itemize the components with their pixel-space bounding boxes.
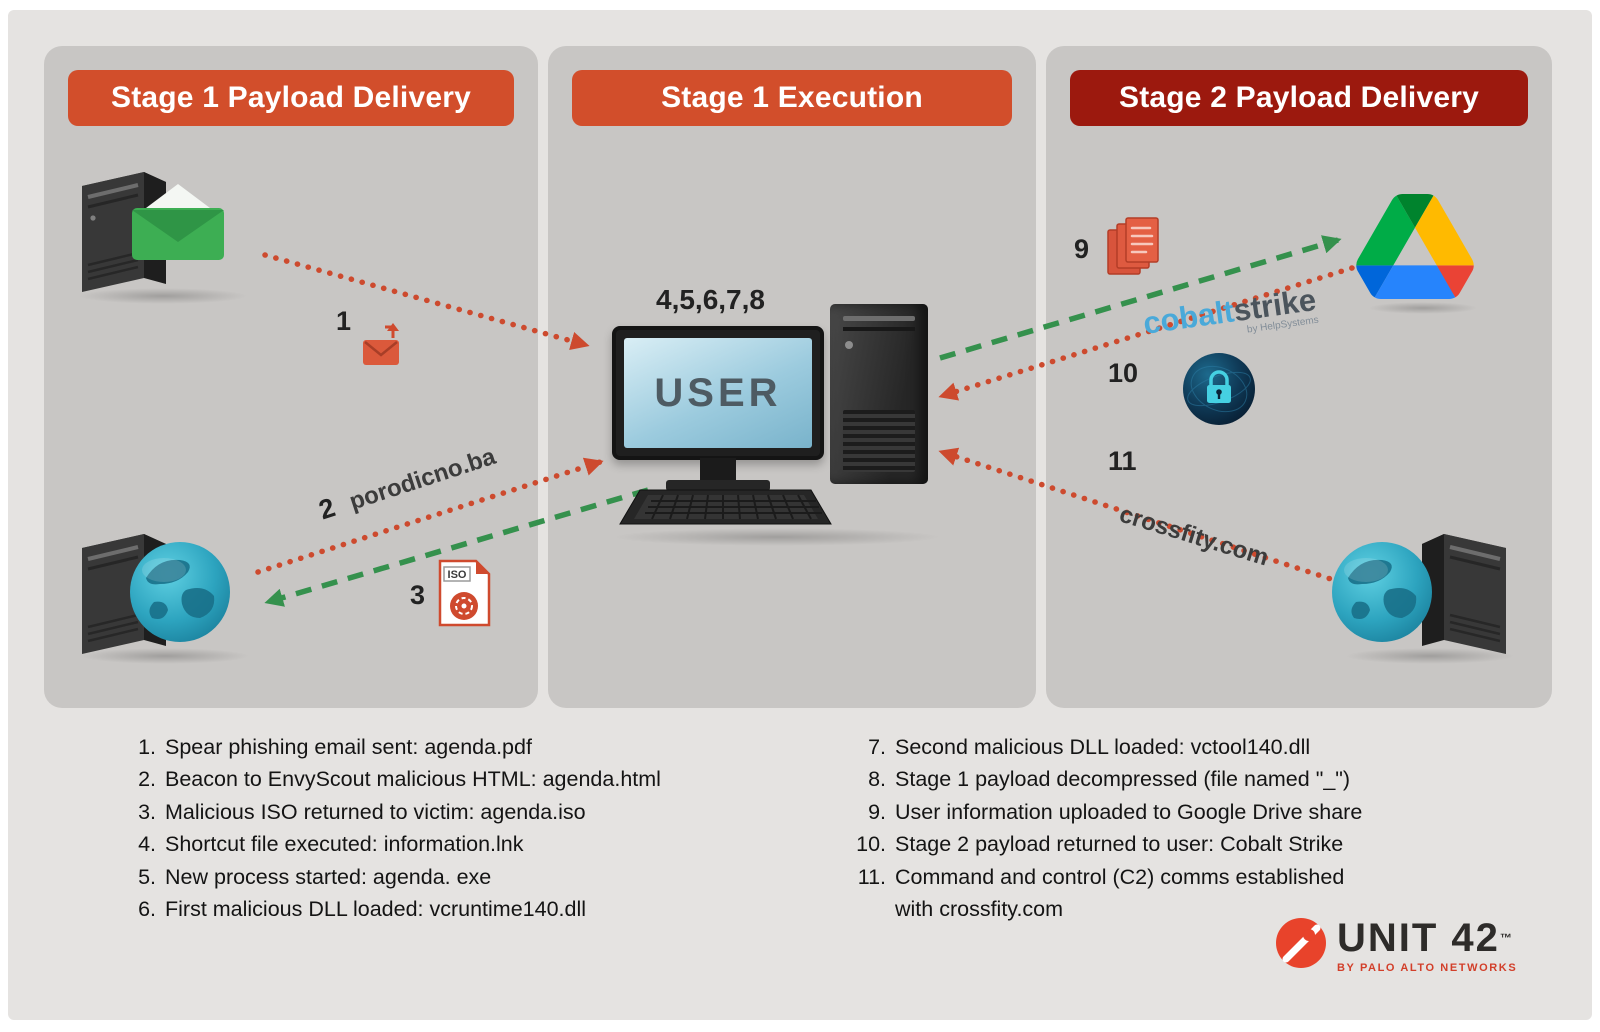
computer-shadow	[612, 528, 942, 546]
step-10-number: 10	[1108, 358, 1139, 388]
iso-badge-text: ISO	[448, 569, 467, 581]
legend-item: 7. Second malicious DLL loaded: vctool140…	[846, 731, 1466, 763]
legend-text: First malicious DLL loaded: vcruntime140…	[165, 897, 587, 922]
legend-item: 11. Command and control (C2) comms estab…	[846, 861, 1466, 926]
legend-item: 8. Stage 1 payload decompressed (file nam…	[846, 763, 1466, 795]
unit42-wordmark: UNIT 42™	[1337, 916, 1514, 960]
legend-text-line1: Command and control (C2) comms establish…	[895, 864, 1345, 889]
legend-number: 3.	[138, 799, 156, 824]
web-server-shadow	[80, 648, 250, 664]
legend-text: Shortcut file executed: information.lnk	[165, 832, 524, 857]
google-drive-icon	[1356, 194, 1474, 299]
trademark-symbol: ™	[1499, 931, 1514, 945]
legend-number: 7.	[868, 735, 886, 759]
monitor-screen: USER	[624, 338, 812, 448]
step-1-number: 1	[336, 306, 352, 336]
legend-left-column: 1.Spear phishing email sent: agenda.pdf …	[116, 731, 796, 925]
step-11-number: 11	[1108, 446, 1137, 476]
header-stage2-payload-delivery: Stage 2 Payload Delivery	[1070, 70, 1528, 126]
legend-number: 11.	[857, 864, 886, 889]
monitor-stand-base	[666, 480, 770, 491]
legend-number: 5.	[138, 864, 156, 889]
legend-item: 2. Beacon to EnvyScout malicious HTML: ag…	[116, 763, 796, 795]
monitor-icon: USER	[612, 326, 824, 460]
c2-server-shadow	[1345, 648, 1515, 664]
legend-item: 9. User information uploaded to Google Dr…	[846, 796, 1466, 828]
unit42-logo: UNIT 42™ BY PALO ALTO NETWORKS	[1274, 916, 1517, 974]
legend-number: 2.	[138, 767, 156, 792]
monitor-stand-neck	[700, 458, 736, 482]
legend-item: 4. Shortcut file executed: information.ln…	[116, 828, 796, 860]
sent-mail-icon	[363, 323, 399, 365]
legend-number: 6.	[138, 897, 156, 922]
email-server-shadow	[78, 288, 248, 304]
legend-right-column: 7. Second malicious DLL loaded: vctool140…	[846, 731, 1466, 925]
legend-text: User information uploaded to Google Driv…	[895, 799, 1363, 824]
unit42-mark-icon	[1276, 918, 1326, 968]
user-screen-label: USER	[654, 370, 782, 415]
execution-steps-label: 4,5,6,7,8	[656, 284, 765, 315]
legend-text-line2: with crossfity.com	[895, 897, 1064, 922]
c2-server-icon	[1422, 534, 1506, 654]
legend-item: 6. First malicious DLL loaded: vcruntime1…	[116, 893, 796, 925]
google-drive-shadow	[1368, 302, 1478, 314]
iso-file-icon: ISO	[438, 559, 491, 627]
legend-text: Second malicious DLL loaded: vctool140.d…	[895, 735, 1311, 759]
legend-text: Command and control (C2) comms establish…	[895, 861, 1344, 926]
legend-text: Beacon to EnvyScout malicious HTML: agen…	[165, 767, 661, 792]
globe-icon	[130, 542, 230, 642]
legend-number: 8.	[868, 767, 886, 792]
envelope-icon	[132, 184, 224, 260]
lock-sphere-icon	[1183, 353, 1255, 425]
legend-number: 1.	[138, 735, 156, 759]
documents-stack-icon	[1107, 217, 1159, 275]
legend-item: 5. New process started: agenda. exe	[116, 861, 796, 893]
legend-text: Spear phishing email sent: agenda.pdf	[165, 735, 532, 759]
legend-text: Stage 2 payload returned to user: Cobalt…	[895, 832, 1344, 857]
keyboard-icon	[619, 489, 832, 525]
step-9-number: 9	[1074, 234, 1090, 264]
legend-item: 1. Spear phishing email sent: agenda.pdf	[116, 731, 796, 763]
legend-number: 9.	[868, 799, 886, 824]
legend-number: 10.	[856, 832, 886, 857]
header-stage1-execution: Stage 1 Execution	[572, 70, 1012, 126]
legend-number: 4.	[138, 832, 156, 857]
step-3-number: 3	[410, 580, 426, 610]
legend-text: New process started: agenda. exe	[165, 864, 492, 889]
legend-item: 10. Stage 2 payload returned to user: Cob…	[846, 828, 1466, 860]
header-stage1-payload-delivery: Stage 1 Payload Delivery	[68, 70, 514, 126]
c2-globe-icon	[1332, 542, 1432, 642]
palo-alto-tagline: BY PALO ALTO NETWORKS	[1337, 962, 1518, 974]
legend-item: 3. Malicious ISO returned to victim: agen…	[116, 796, 796, 828]
legend-text: Malicious ISO returned to victim: agenda…	[165, 799, 586, 824]
desktop-tower-icon	[830, 304, 928, 484]
legend-text: Stage 1 payload decompressed (file named…	[895, 767, 1351, 792]
